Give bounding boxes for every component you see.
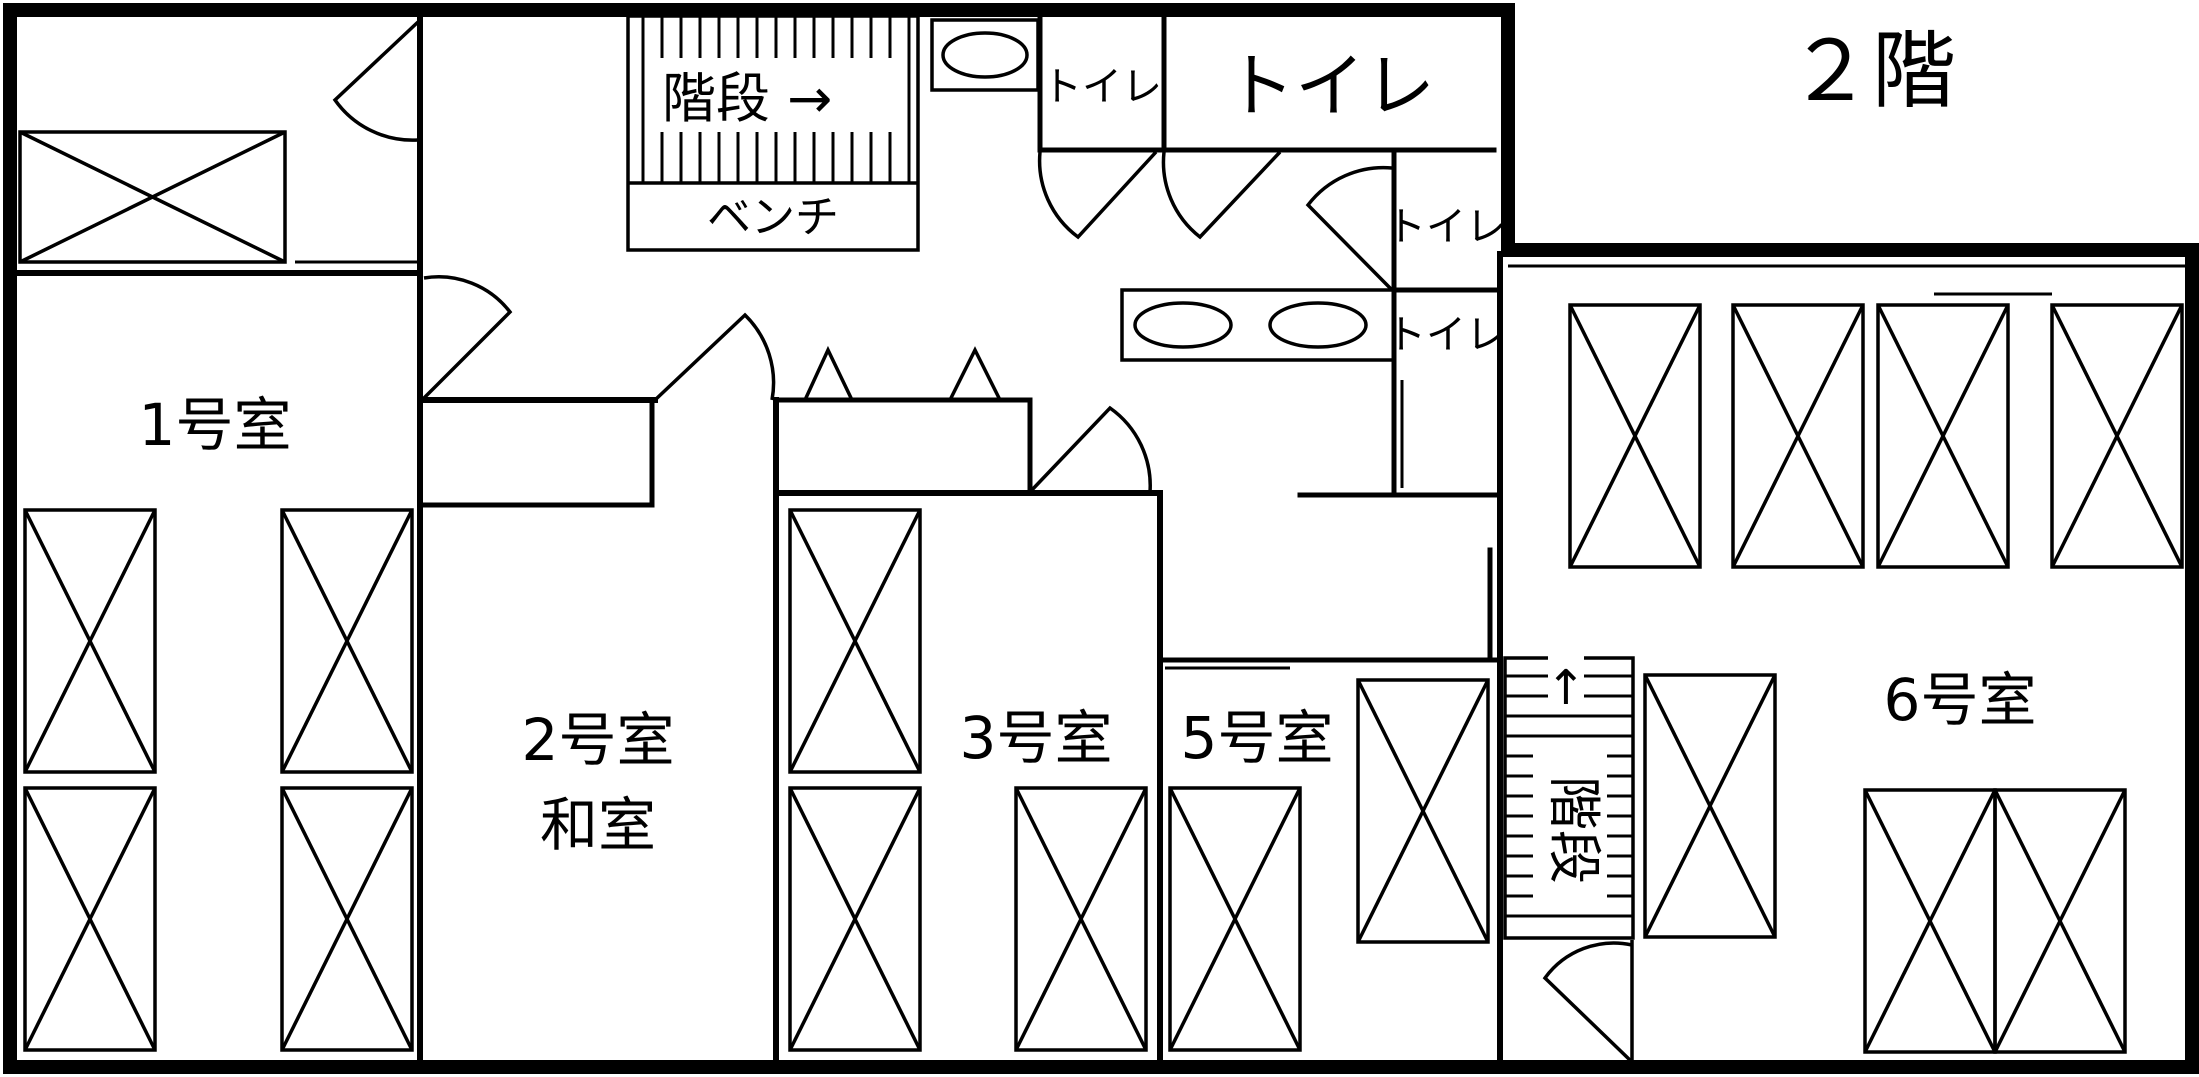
room-2-label: 2号室 [522,706,675,774]
furniture [18,130,2184,1054]
toilet-small-label-2: トイレ [1386,204,1506,250]
toilet-big-label: トイレ [1225,45,1435,127]
storage-shelf [18,130,287,264]
right-stairs [1503,648,1635,940]
bed-1d [280,786,414,1052]
bed-5a [1168,786,1302,1052]
stairs-right-label: 階段 [1542,776,1605,884]
stairs-right-arrow: ↑ [1546,660,1586,716]
bed-3b [788,786,922,1052]
room-1-label: 1号室 [139,391,292,459]
bed-6b [1731,303,1865,569]
bed-5b [1356,678,1490,944]
toilet-small-label-3: トイレ [1386,312,1506,358]
room-5-label: 5号室 [1181,704,1334,772]
room-6-label: 6号室 [1884,666,2037,734]
bed-6e [1643,673,1777,939]
stairs-top-label: 階段 → [662,67,832,130]
top-stairs [626,14,920,252]
sink-double [1120,288,1396,362]
bed-6a [1568,303,1702,569]
bed-1a [23,508,157,774]
bed-1b [23,786,157,1052]
exterior-walls [3,3,2199,1074]
toilet-small-label-1: トイレ [1042,64,1162,110]
bed-6f [1863,788,1997,1054]
bed-1c [280,508,414,774]
room-2-sub-label: 和室 [540,791,656,859]
bed-6g [1993,788,2127,1054]
bench-label: ベンチ [707,192,839,243]
bed-6d [2050,303,2184,569]
room-3-label: 3号室 [960,704,1113,772]
bed-3a [788,508,922,774]
floor-label: ２階 [1788,22,1956,120]
bed-3c [1014,786,1148,1052]
doors [332,20,1634,1064]
sink-top [930,18,1040,92]
bed-6c [1876,303,2010,569]
